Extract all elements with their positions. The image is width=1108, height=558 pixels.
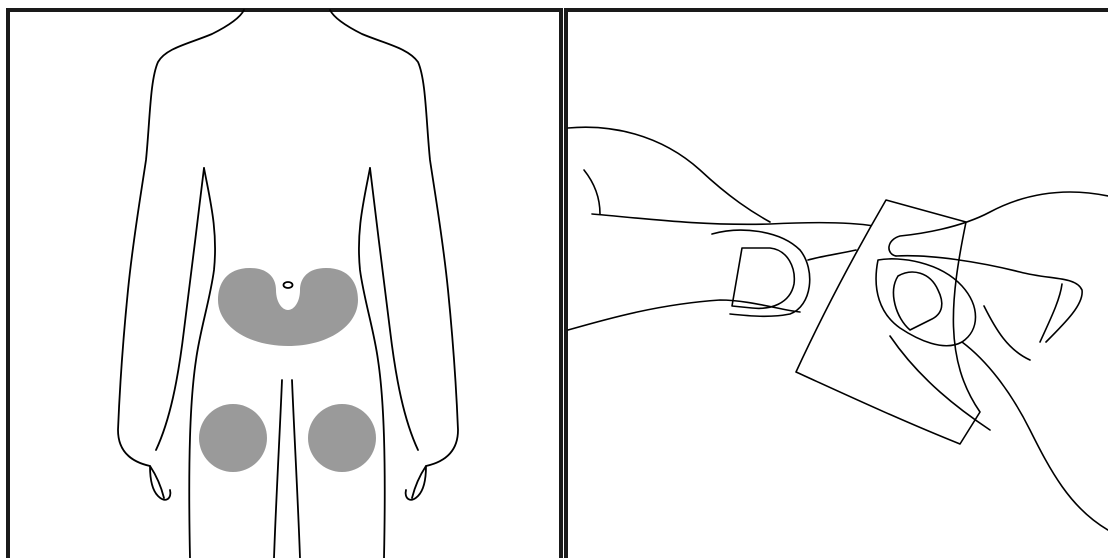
right-thigh-injection-site [308,404,376,472]
left-thigh-injection-site [199,404,267,472]
